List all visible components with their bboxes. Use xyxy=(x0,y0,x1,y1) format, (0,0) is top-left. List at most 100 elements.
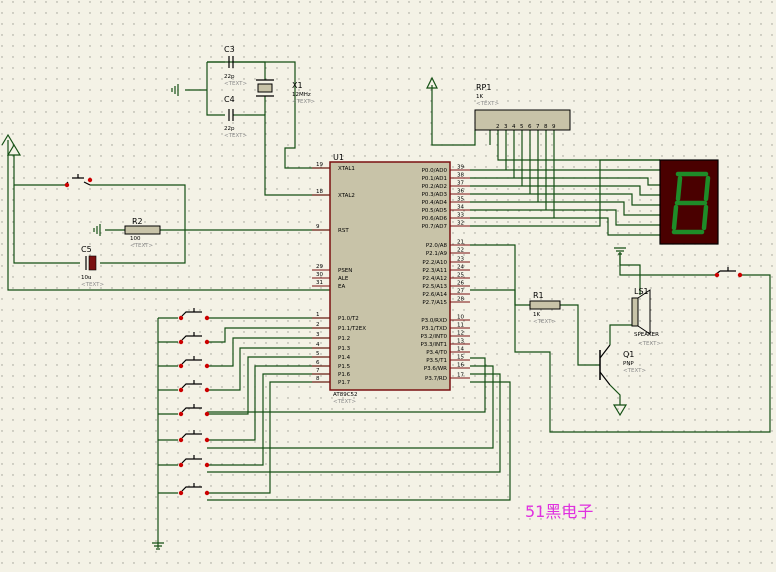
chip-pin-number: 12 xyxy=(457,331,464,337)
rp1-pin-number: 6 xyxy=(528,124,532,130)
rp1-pin-number: 5 xyxy=(520,124,524,130)
key-switch-6[interactable] xyxy=(178,430,210,443)
chip-pin-label: P1.2 xyxy=(338,336,350,342)
chip-ref: U1 xyxy=(333,153,344,162)
chip-pin-number: 9 xyxy=(316,224,320,230)
rp1-pin-number: 3 xyxy=(504,124,508,130)
q1-value: PNP xyxy=(623,361,634,367)
rp1-pin-number: 9 xyxy=(552,124,556,130)
chip-pin-number: 2 xyxy=(316,322,320,328)
key-switch-8[interactable] xyxy=(178,483,210,496)
reset-button[interactable] xyxy=(64,174,93,188)
power-symbols xyxy=(1,76,438,160)
seven-segment-display[interactable] xyxy=(659,159,719,245)
ls1-value: SPEAKER xyxy=(634,332,659,338)
speaker-ls1[interactable]: LS1 SPEAKER <TEXT> xyxy=(631,287,661,347)
key-switch-7[interactable] xyxy=(178,455,210,468)
chip-pin-label: RST xyxy=(338,228,349,234)
x1-placeholder: <TEXT> xyxy=(292,99,315,105)
x1-value: 12MHz xyxy=(292,92,311,98)
capacitor-c3[interactable]: C3 22p <TEXT> xyxy=(207,45,247,87)
chip-pin-label: ALE xyxy=(338,276,349,282)
key-switch-2[interactable] xyxy=(178,332,210,345)
r2-ref: R2 xyxy=(132,217,143,226)
chip-pin-number: 33 xyxy=(457,213,464,219)
chip-pin-number: 17 xyxy=(457,373,464,379)
chip-pin-label: EA xyxy=(338,284,345,290)
c3-ref: C3 xyxy=(224,45,235,54)
chip-right-pins: 39P0.0/AD038P0.1/AD137P0.2/AD236P0.3/AD3… xyxy=(420,165,470,382)
ground-icon xyxy=(612,404,628,417)
q1-ref: Q1 xyxy=(623,350,634,359)
chip-pin-label: P3.5/T1 xyxy=(426,358,447,364)
chip-pin-label: P2.0/A8 xyxy=(426,243,448,249)
chip-pin-number: 35 xyxy=(457,197,464,203)
chip-pin-label: PSEN xyxy=(338,268,352,274)
chip-pin-label: P2.4/A12 xyxy=(422,276,447,282)
chip-pin-label: P1.4 xyxy=(338,355,351,361)
crystal-x1[interactable]: X1 12MHz <TEXT> xyxy=(256,79,315,105)
chip-placeholder: <TEXT> xyxy=(333,399,356,405)
rp1-value: 1K xyxy=(476,94,483,100)
chip-pin-label: P0.5/AD5 xyxy=(422,208,448,214)
c4-ref: C4 xyxy=(224,95,235,104)
chip-pin-number: 31 xyxy=(316,280,323,286)
resistor-r2[interactable]: R2 100 <TEXT> xyxy=(124,217,161,249)
chip-pin-number: 24 xyxy=(457,265,464,271)
chip-pin-label: P1.3 xyxy=(338,346,351,352)
chip-pin-label: P0.3/AD3 xyxy=(422,192,448,198)
chip-pin-label: P0.0/AD0 xyxy=(422,168,448,174)
rp1-pin-number: 2 xyxy=(496,124,500,130)
chip-pin-label: P3.3/INT1 xyxy=(420,342,447,348)
chip-pin-number: 16 xyxy=(457,363,464,369)
chip-pin-number: 27 xyxy=(457,289,464,295)
chip-pin-number: 29 xyxy=(316,264,323,270)
chip-pin-label: P0.1/AD1 xyxy=(422,176,447,182)
right-push-button[interactable] xyxy=(714,267,743,278)
chip-pin-label: P3.7/RD xyxy=(425,376,447,382)
chip-pin-number: 21 xyxy=(457,240,464,246)
key-switch-3[interactable] xyxy=(178,356,210,369)
chip-pin-label: P3.1/TXD xyxy=(422,326,447,332)
wires xyxy=(7,61,771,548)
chip-pin-label: P1.6 xyxy=(338,372,351,378)
key-switch-5[interactable] xyxy=(178,404,210,417)
chip-pin-label: P2.7/A15 xyxy=(422,300,447,306)
chip-pin-label: XTAL2 xyxy=(338,193,355,199)
r1-placeholder: <TEXT> xyxy=(533,319,556,325)
chip-pin-number: 36 xyxy=(457,189,464,195)
power-arrow-icon xyxy=(6,143,22,160)
chip-pin-number: 26 xyxy=(457,281,464,287)
capacitor-c4[interactable]: C4 22p <TEXT> xyxy=(224,95,247,139)
chip-pin-label: P0.4/AD4 xyxy=(422,200,448,206)
ground-icon xyxy=(93,224,101,236)
ground-icon xyxy=(152,542,164,550)
chip-u1[interactable]: U1 AT89C52 <TEXT> 19XTAL118XTAL29RST29PS… xyxy=(312,153,470,405)
ls1-ref: LS1 xyxy=(634,287,649,296)
resistor-r1[interactable]: R1 1K <TEXT> xyxy=(529,291,561,325)
chip-pin-number: 15 xyxy=(457,355,464,361)
transistor-q1[interactable]: Q1 PNP <TEXT> xyxy=(599,344,646,386)
chip-pin-number: 38 xyxy=(457,173,464,179)
chip-pin-number: 22 xyxy=(457,248,464,254)
ground-icon xyxy=(171,84,179,96)
chip-pin-label: P3.0/RXD xyxy=(421,318,447,324)
key-switch-1[interactable] xyxy=(178,308,210,321)
chip-pin-label: P3.6/WR xyxy=(424,366,447,372)
chip-pin-number: 13 xyxy=(457,339,464,345)
chip-pin-number: 10 xyxy=(457,315,464,321)
capacitor-c5[interactable]: C5 10u <TEXT> xyxy=(81,245,104,288)
c5-ref: C5 xyxy=(81,245,92,254)
chip-pin-label: P0.7/AD7 xyxy=(422,224,448,230)
chip-pin-number: 30 xyxy=(316,272,323,278)
chip-pin-label: P0.2/AD2 xyxy=(422,184,447,190)
chip-pin-label: P3.4/T0 xyxy=(426,350,447,356)
c5-placeholder: <TEXT> xyxy=(81,282,104,288)
chip-pin-number: 28 xyxy=(457,297,464,303)
key-switch-4[interactable] xyxy=(178,380,210,393)
chip-pin-label: P3.2/INT0 xyxy=(420,334,447,340)
